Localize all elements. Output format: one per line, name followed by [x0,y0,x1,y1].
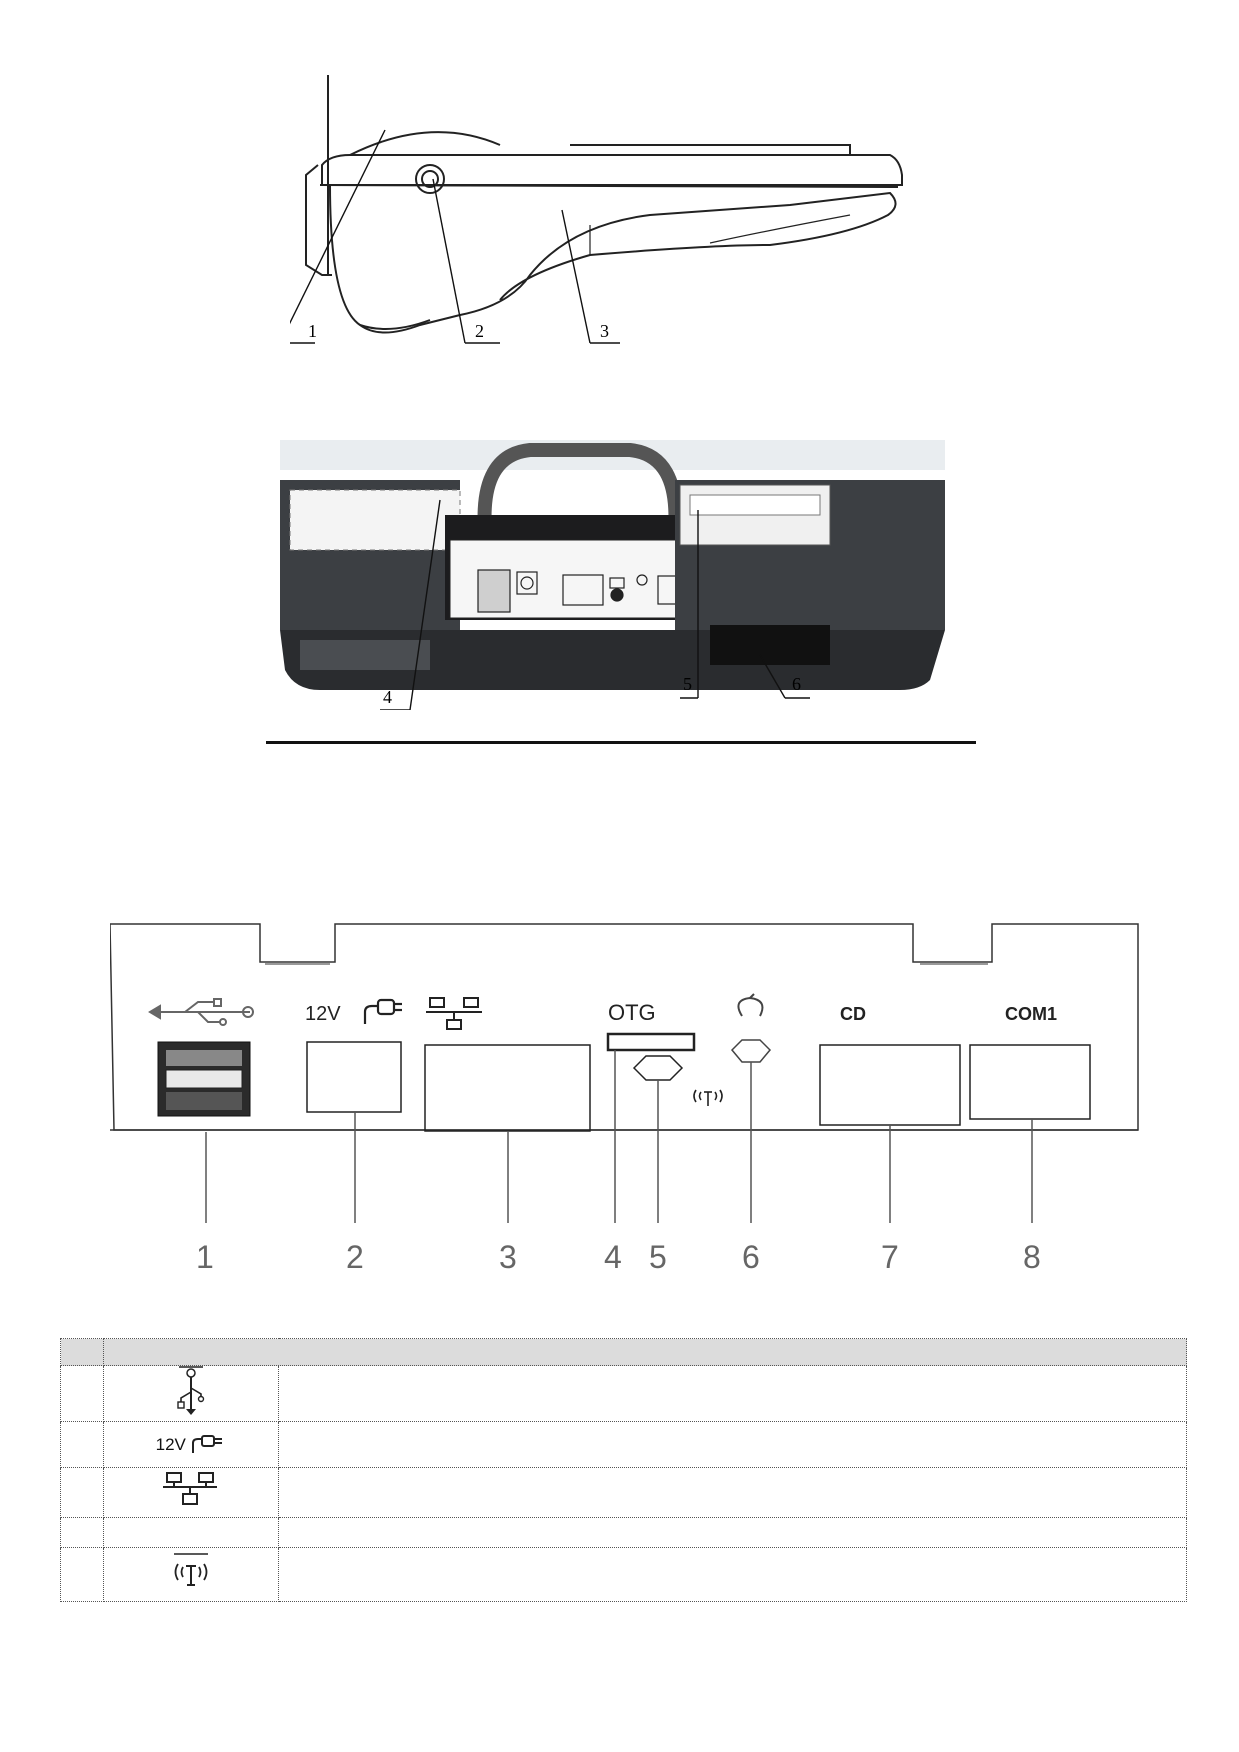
side-view-drawing: 1 2 3 [290,75,903,344]
panel-callout-7: 7 [881,1239,899,1275]
power-label: 12V [305,1003,341,1025]
io-panel-drawing: 12V OTG CD COM1 [110,923,1139,1275]
header-description [103,1338,1187,1366]
side-callout-2: 2 [475,321,484,341]
row-number [60,1365,104,1422]
network-port [424,1044,591,1132]
row-description [278,1421,1187,1468]
rear-view-drawing: 4 5 6 [280,440,945,710]
panel-callout-1: 1 [196,1239,214,1275]
ports-table: 12V [60,1338,1187,1602]
panel-callout-5: 5 [649,1239,667,1275]
rear-callout-6: 6 [792,674,801,694]
network-icon-cell [103,1467,279,1518]
table-row [60,1365,1187,1422]
power-label: 12V [155,1434,186,1454]
headphone-icon [737,993,764,1017]
antenna-icon-cell [103,1547,279,1602]
rear-callout-4: 4 [383,687,392,707]
power-port [306,1041,402,1113]
table-header-row [60,1338,1187,1366]
panel-callout-4: 4 [604,1239,622,1275]
row-number [60,1467,104,1518]
usb-icon [177,1366,205,1415]
row-description [278,1467,1187,1518]
power-plug-icon [363,998,402,1024]
otg-label: OTG [608,1000,656,1025]
network-icon [163,1472,217,1505]
table-row [60,1547,1187,1602]
antenna-port [632,1055,684,1081]
row-number [60,1517,104,1548]
panel-callout-6: 6 [742,1239,760,1275]
panel-callout-3: 3 [499,1239,517,1275]
table-row: 12V [60,1421,1187,1468]
usb-port [157,1041,251,1117]
headphone-port [730,1039,772,1063]
table-row [60,1517,1187,1548]
com1-label: COM1 [1005,1004,1057,1024]
empty-icon-cell [103,1517,279,1548]
power-plug-icon [192,1434,223,1453]
usb-icon [148,998,254,1026]
table-row [60,1467,1187,1518]
otg-port [606,1032,696,1052]
rear-callout-5: 5 [683,674,692,694]
row-number [60,1547,104,1602]
panel-callout-8: 8 [1023,1239,1041,1275]
row-number [60,1421,104,1468]
row-description [278,1547,1187,1602]
row-description [278,1517,1187,1548]
antenna-icon [174,1553,208,1586]
cd-label: CD [840,1004,866,1024]
network-icon [426,997,482,1030]
side-callout-1: 1 [308,321,317,341]
panel-callout-2: 2 [346,1239,364,1275]
divider [266,741,976,744]
usb-icon-cell [103,1365,279,1422]
header-number [60,1338,104,1366]
side-callout-3: 3 [600,321,609,341]
row-description [278,1365,1187,1422]
cd-port [819,1044,961,1126]
antenna-icon [693,1089,723,1106]
com1-port [969,1044,1091,1120]
power-icon-cell: 12V [103,1421,279,1468]
